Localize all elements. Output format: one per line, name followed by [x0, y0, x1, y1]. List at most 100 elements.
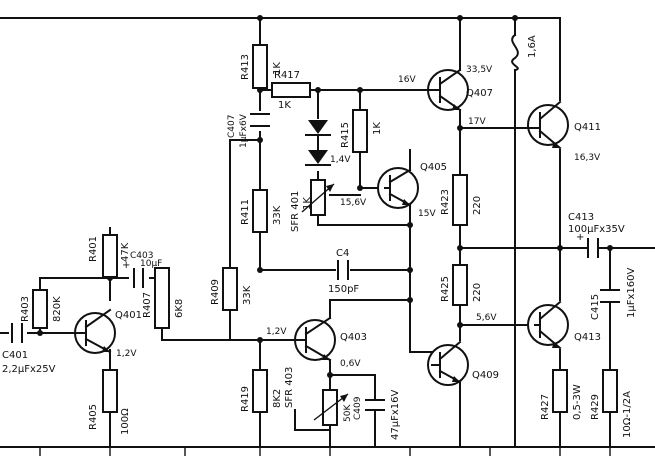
trimmer-sfr401: SFR 401 1K [290, 179, 335, 232]
svg-text:C4: C4 [336, 248, 349, 259]
svg-text:47K: 47K [120, 242, 131, 262]
svg-text:47µFx16V: 47µFx16V [390, 390, 401, 440]
svg-text:0,6V: 0,6V [340, 359, 361, 369]
resistor-r413: R413 1K [240, 44, 283, 89]
svg-text:R425: R425 [440, 276, 451, 302]
svg-text:16V: 16V [398, 75, 416, 85]
svg-text:Q413: Q413 [574, 332, 601, 343]
svg-text:Q403: Q403 [340, 332, 367, 343]
svg-text:+: + [576, 232, 584, 243]
transistor-q409: Q409 [427, 340, 499, 386]
transistor-q403: Q403 1,2V 0,6V [266, 316, 367, 369]
resistor-r417: R417 1K [271, 70, 311, 111]
svg-text:220: 220 [472, 196, 483, 215]
trimmer-sfr403: SFR 403 50K [284, 367, 353, 426]
svg-text:Q409: Q409 [472, 370, 499, 381]
transistor-q401: Q401 1,2V [64, 308, 142, 359]
svg-text:150pF: 150pF [328, 284, 359, 295]
svg-text:C415: C415 [590, 294, 601, 320]
resistor-r419: R419 8K2 [240, 369, 283, 413]
svg-text:8K2: 8K2 [272, 389, 283, 408]
diode-pair: 1,4V [305, 120, 351, 166]
svg-text:R413: R413 [240, 54, 251, 80]
svg-text:R423: R423 [440, 189, 451, 215]
svg-text:R401: R401 [88, 236, 99, 262]
svg-text:10µF: 10µF [140, 259, 162, 269]
svg-text:1,6A: 1,6A [527, 35, 538, 58]
resistor-r405: R405 100Ω [88, 369, 131, 435]
svg-text:100µFx35V: 100µFx35V [568, 224, 625, 235]
svg-text:1K: 1K [272, 62, 283, 75]
resistor-r409: R409 33K [210, 267, 253, 311]
svg-text:R409: R409 [210, 279, 221, 305]
svg-text:50K: 50K [343, 404, 353, 422]
svg-text:R429: R429 [590, 394, 601, 420]
svg-text:220: 220 [472, 283, 483, 302]
svg-text:C401: C401 [2, 350, 28, 361]
svg-text:R427: R427 [540, 394, 551, 420]
svg-text:1,2V: 1,2V [266, 327, 287, 337]
transistor-q405: Q405 15,6V 15V [340, 162, 447, 219]
svg-text:Q411: Q411 [574, 122, 601, 133]
svg-text:Q401: Q401 [115, 310, 142, 321]
resistor-r411: R411 33K [240, 189, 283, 233]
svg-text:R415: R415 [340, 122, 351, 148]
capacitor-c403: + C403 10µF [122, 251, 162, 288]
capacitor-c415: C415 1µFx160V [590, 268, 637, 320]
svg-text:1µFx160V: 1µFx160V [626, 268, 637, 318]
svg-text:15,6V: 15,6V [340, 198, 367, 208]
svg-text:5,6V: 5,6V [476, 313, 497, 323]
svg-text:R405: R405 [88, 404, 99, 430]
svg-text:6K8: 6K8 [174, 299, 185, 318]
transistor-q407: Q407 16V 33,5V 17V [398, 65, 493, 127]
svg-text:R407: R407 [142, 292, 153, 318]
svg-text:R419: R419 [240, 386, 251, 412]
svg-text:820K: 820K [52, 296, 63, 322]
capacitor-c413: + C413 100µFx35V [568, 212, 625, 258]
svg-text:0,5-3W: 0,5-3W [572, 384, 583, 420]
svg-text:C409: C409 [353, 396, 363, 420]
svg-text:100Ω: 100Ω [120, 408, 131, 435]
resistor-r415: R415 1K [340, 109, 383, 153]
svg-text:33K: 33K [272, 205, 283, 225]
svg-text:17V: 17V [468, 117, 486, 127]
svg-text:SFR 401: SFR 401 [290, 191, 301, 232]
svg-text:33K: 33K [242, 285, 253, 305]
resistor-r401: R401 47K [88, 234, 131, 278]
svg-text:R417: R417 [274, 70, 300, 81]
svg-text:10Ω-1/2A: 10Ω-1/2A [622, 391, 633, 438]
svg-text:+: + [122, 260, 130, 271]
svg-text:1µFx6V: 1µFx6V [239, 113, 249, 148]
capacitor-c409: C409 47µFx16V [353, 390, 401, 440]
svg-text:1K: 1K [302, 197, 313, 210]
svg-text:1,4V: 1,4V [330, 155, 351, 165]
transistor-q411: Q411 16,3V [519, 100, 601, 163]
svg-text:C407: C407 [227, 115, 237, 138]
svg-text:1,2V: 1,2V [116, 349, 137, 359]
svg-text:C413: C413 [568, 212, 594, 223]
svg-text:Q407: Q407 [466, 88, 493, 99]
svg-text:1K: 1K [278, 100, 291, 111]
resistor-r425: R425 220 [440, 264, 483, 306]
svg-text:R403: R403 [20, 296, 31, 322]
capacitor-c407: C407 1µFx6V [227, 113, 270, 148]
svg-text:SFR 403: SFR 403 [284, 367, 295, 408]
svg-text:16,3V: 16,3V [574, 153, 601, 163]
capacitor-c401: C401 2,2µFx25V [2, 323, 56, 375]
resistor-r429: R429 10Ω-1/2A [590, 369, 633, 438]
resistor-r427: R427 0,5-3W [540, 369, 583, 420]
svg-text:2,2µFx25V: 2,2µFx25V [2, 364, 56, 375]
resistor-r403: R403 820K [20, 289, 63, 329]
svg-text:R411: R411 [240, 199, 251, 225]
resistor-r423: R423 220 [440, 174, 483, 226]
svg-text:1K: 1K [372, 122, 383, 135]
resistor-r407: R407 6K8 [142, 267, 185, 329]
svg-text:C403: C403 [130, 251, 153, 261]
svg-text:33,5V: 33,5V [466, 65, 493, 75]
capacitor-c4: C4 150pF [328, 248, 359, 295]
svg-text:Q405: Q405 [420, 162, 447, 173]
svg-text:15V: 15V [418, 209, 436, 219]
transistor-q413: Q413 5,6V [476, 300, 601, 350]
fuse: 1,6A [511, 33, 538, 72]
